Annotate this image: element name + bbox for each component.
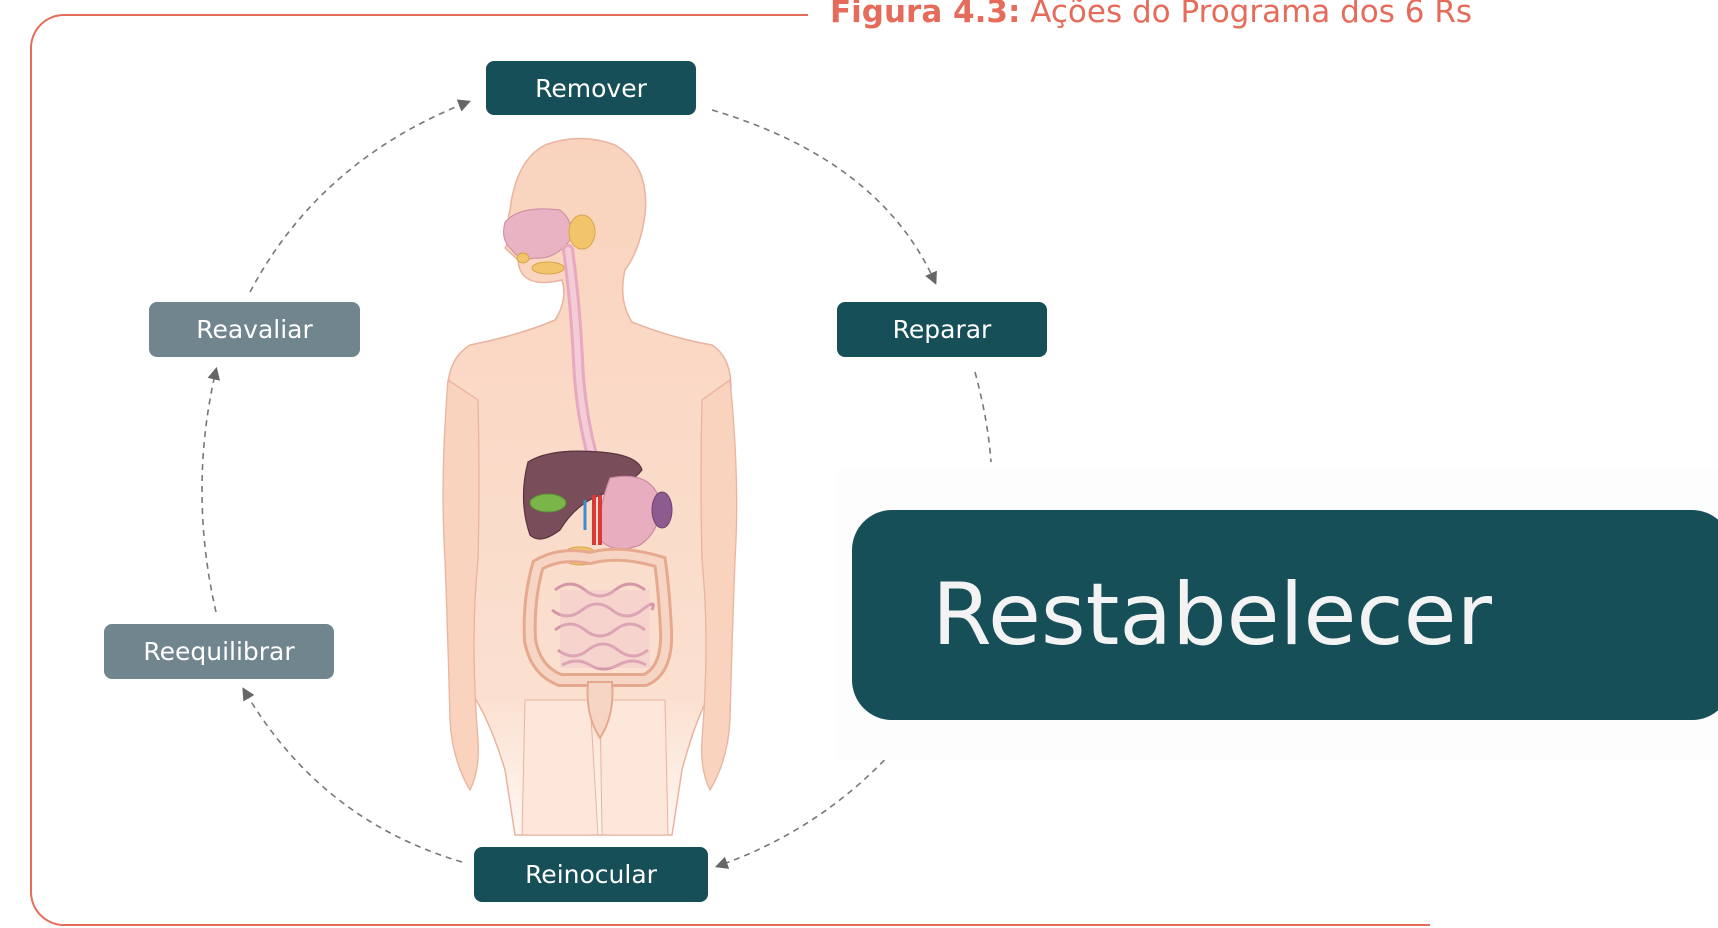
step-remover: Remover [486, 61, 696, 115]
salivary-gland-icon-3 [517, 253, 529, 263]
gallbladder-icon [530, 494, 566, 512]
arrow-restabelecer-to-reinocular [718, 752, 892, 866]
step-reavaliar: Reavaliar [149, 302, 360, 357]
step-reavaliar-label: Reavaliar [196, 315, 313, 344]
step-reequilibrar-label: Reequilibrar [143, 637, 294, 666]
spleen-icon [652, 492, 672, 528]
step-restabelecer-label: Restabelecer [932, 565, 1492, 665]
arrow-reavaliar-to-remover [250, 102, 468, 292]
step-reinocular-label: Reinocular [525, 860, 657, 889]
step-reparar: Reparar [837, 302, 1047, 357]
step-reparar-label: Reparar [893, 315, 992, 344]
step-restabelecer: Restabelecer [852, 510, 1718, 720]
arrow-reparar-to-restabelecer [975, 372, 991, 462]
step-remover-label: Remover [535, 74, 647, 103]
arrow-reinocular-to-reequilibrar [244, 690, 462, 862]
arrow-remover-to-reparar [712, 110, 935, 282]
salivary-gland-icon-2 [532, 262, 564, 274]
step-reequilibrar: Reequilibrar [104, 624, 334, 679]
arrow-reequilibrar-to-reavaliar [202, 370, 216, 612]
step-reinocular: Reinocular [474, 847, 708, 902]
salivary-gland-icon [569, 215, 595, 249]
